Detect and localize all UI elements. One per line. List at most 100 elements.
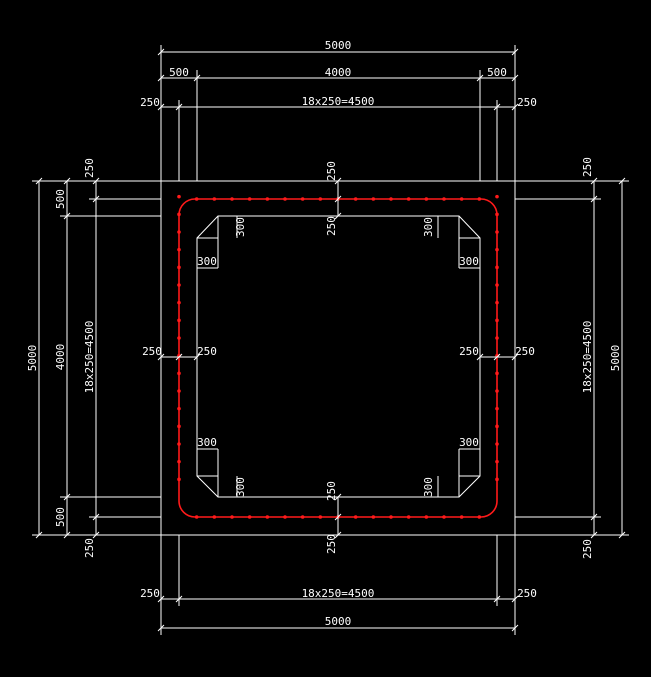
- dimension-tick: [92, 177, 100, 185]
- dim-top-right-500: 500: [487, 66, 507, 79]
- dim-wall-left-inner-250: 250: [197, 345, 217, 358]
- rebar-point: [177, 477, 181, 482]
- dimension-tick: [590, 195, 598, 203]
- dim-haunch-tr-h: 300: [459, 255, 479, 268]
- pier-section: [160, 180, 516, 536]
- dimension-tick: [511, 48, 519, 56]
- rebar-point: [212, 515, 217, 519]
- dim-left-total: 5000: [26, 345, 39, 372]
- dimension-ticks: [35, 48, 626, 632]
- dimension-tick: [92, 513, 100, 521]
- rebar-point: [177, 283, 181, 287]
- rebar-point: [177, 371, 181, 376]
- dim-wall-bottom-inner-250: 250: [325, 481, 338, 501]
- dimension-tick: [511, 624, 519, 632]
- rebar-point: [495, 389, 499, 393]
- rebar-point: [477, 515, 482, 519]
- dim-top-4000: 4000: [325, 66, 352, 79]
- rebar-point: [459, 515, 464, 519]
- dimension-tick: [334, 195, 342, 203]
- rebar-point: [177, 424, 181, 429]
- dimension-tick: [193, 74, 201, 82]
- dimension-tick: [35, 177, 43, 185]
- dimension-tick: [476, 353, 484, 361]
- rebar-point: [177, 194, 181, 199]
- dim-bottom-right-250: 250: [517, 587, 537, 600]
- dimension-tick: [476, 74, 484, 82]
- dimension-tick: [157, 353, 165, 361]
- rebar-point: [353, 197, 358, 201]
- rebar-point: [495, 336, 499, 340]
- dim-haunch-tl-v: 300: [234, 217, 247, 237]
- dimension-tick: [493, 595, 501, 603]
- rebar-point: [318, 515, 323, 519]
- rebar-point: [300, 515, 305, 519]
- rebar-point: [265, 515, 270, 519]
- rebar-point: [495, 406, 499, 411]
- rebar-point: [442, 515, 446, 519]
- rebar-point: [177, 230, 181, 234]
- dim-wall-bottom-250: 250: [325, 534, 338, 554]
- rebar-point: [177, 336, 181, 340]
- dim-right-top-250: 250: [581, 157, 594, 177]
- dim-left-top-500: 500: [54, 189, 67, 209]
- dimension-tick: [63, 212, 71, 220]
- dim-right-rebar-spacing: 18x250=4500: [581, 321, 594, 394]
- rebar-point: [247, 197, 252, 201]
- rebar-point: [495, 442, 499, 446]
- rebar-point: [177, 442, 181, 446]
- dimension-tick: [92, 531, 100, 539]
- rebar-point: [247, 515, 252, 519]
- dimension-tick: [92, 195, 100, 203]
- dim-wall-top-inner-250: 250: [325, 216, 338, 236]
- dim-top-left-500: 500: [169, 66, 189, 79]
- dimension-tick: [334, 531, 342, 539]
- rebar-point: [442, 197, 446, 201]
- dim-haunch-br-v: 300: [422, 477, 435, 497]
- rebar-point: [230, 515, 234, 519]
- dim-top-rebar-spacing: 18x250=4500: [302, 95, 375, 108]
- rebar-point: [495, 283, 499, 287]
- dimension-tick: [157, 48, 165, 56]
- dim-haunch-tl-h: 300: [197, 255, 217, 268]
- dim-top-right-250: 250: [517, 96, 537, 109]
- rebar-point: [177, 318, 181, 323]
- dim-left-4000: 4000: [54, 344, 67, 371]
- rebar-point: [495, 194, 499, 199]
- dimension-tick: [334, 493, 342, 501]
- dimension-tick: [175, 353, 183, 361]
- dimension-tick: [157, 624, 165, 632]
- rebar-point: [177, 459, 181, 464]
- dimension-text: 5000 500 4000 500 250 18x250=4500 250 25…: [26, 39, 622, 628]
- dim-haunch-br-h: 300: [459, 436, 479, 449]
- dimension-tick: [618, 531, 626, 539]
- rebar-point: [230, 197, 234, 201]
- rebar-point: [212, 197, 217, 201]
- dimension-tick: [511, 595, 519, 603]
- dim-wall-right-250: 250: [515, 345, 535, 358]
- rebar-point: [177, 300, 181, 305]
- rebar-point: [495, 424, 499, 429]
- dimension-tick: [63, 531, 71, 539]
- rebar-point: [265, 197, 270, 201]
- dim-haunch-bl-h: 300: [197, 436, 217, 449]
- dimension-tick: [175, 595, 183, 603]
- dimension-tick: [193, 353, 201, 361]
- dimension-tick: [63, 493, 71, 501]
- dimension-tick: [493, 353, 501, 361]
- rebar-point: [495, 318, 499, 323]
- dimension-tick: [334, 177, 342, 185]
- rebar-point: [477, 197, 482, 201]
- dim-bottom-left-250: 250: [140, 587, 160, 600]
- dimension-tick: [35, 531, 43, 539]
- rebar-point: [194, 197, 199, 201]
- rebar-point: [495, 477, 499, 482]
- rebar-point: [424, 515, 429, 519]
- outer-outline: [160, 180, 516, 536]
- rebar-point: [177, 389, 181, 393]
- rebar-point: [371, 515, 376, 519]
- dim-left-bottom-250: 250: [83, 538, 96, 558]
- dimension-tick: [157, 74, 165, 82]
- dim-bottom-rebar-spacing: 18x250=4500: [302, 587, 375, 600]
